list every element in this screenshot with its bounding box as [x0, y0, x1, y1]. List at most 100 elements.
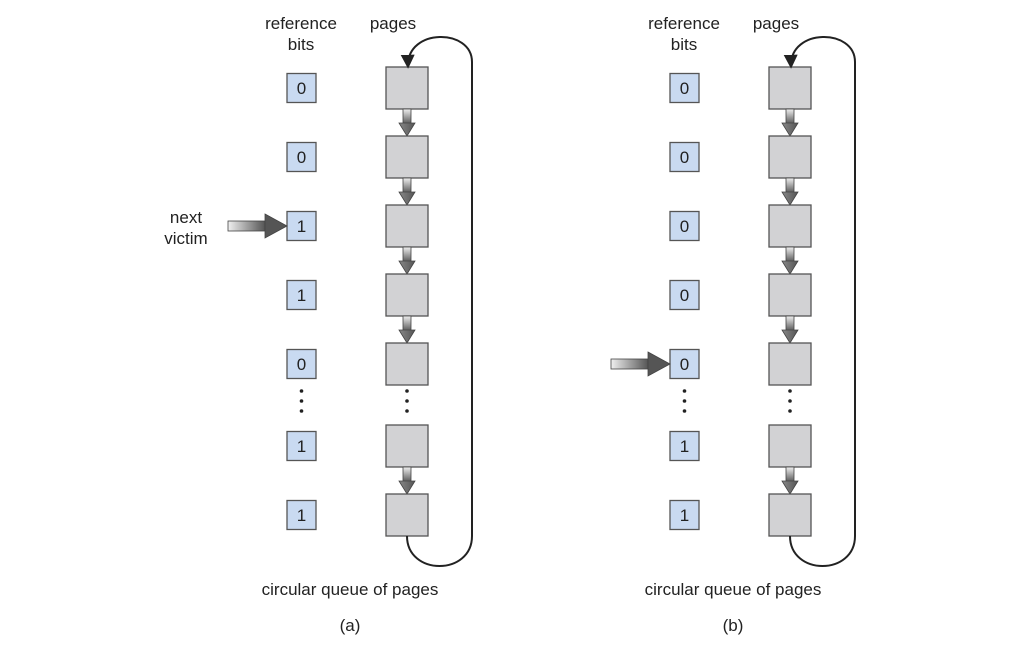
- arrow-shaft: [785, 466, 795, 483]
- ellipsis-dot: [405, 409, 409, 413]
- arrow-head: [398, 329, 416, 344]
- clock-hand-pointer-arrow: [610, 351, 671, 377]
- ellipsis-dot: [788, 389, 792, 393]
- page-frame: [385, 66, 429, 110]
- queue-row: 0: [669, 273, 812, 317]
- reference-bit-box: [286, 279, 317, 311]
- circular-queue-loop-arrow: [783, 36, 856, 567]
- reference-bit-value: 0: [680, 148, 689, 167]
- reference-bits-header-line2: bits: [288, 35, 314, 54]
- arrow-head: [781, 260, 799, 275]
- queue-row: 0: [286, 135, 429, 179]
- ellipsis-dot: [682, 389, 687, 393]
- arrow-shaft: [402, 177, 412, 194]
- queue-row: 0: [286, 342, 429, 386]
- queue-row: 1: [286, 493, 429, 537]
- next-victim-label-line2: victim: [164, 229, 207, 248]
- queue-caption: circular queue of pages: [645, 580, 822, 599]
- queue-row: 0: [669, 342, 812, 386]
- reference-bit-value: 0: [680, 355, 689, 374]
- queue-row: 0: [669, 204, 812, 248]
- arrow-shaft: [785, 108, 795, 125]
- arrow-head: [398, 260, 416, 275]
- reference-bit-box: [669, 141, 700, 173]
- page-frame: [768, 493, 812, 537]
- arrow-shaft: [610, 358, 649, 370]
- queue-row: 1: [286, 204, 429, 248]
- next-page-arrow: [781, 246, 799, 275]
- ellipsis-dot: [405, 399, 409, 403]
- reference-bit-value: 0: [297, 148, 306, 167]
- next-page-arrow: [781, 177, 799, 206]
- reference-bit-box: [286, 430, 317, 462]
- reference-bit-box: [286, 72, 317, 104]
- reference-bit-value: 1: [297, 437, 306, 456]
- panel-caption: (b): [723, 616, 744, 635]
- ellipsis-dot: [682, 399, 687, 403]
- arrow-head: [264, 213, 288, 239]
- page-frame: [385, 273, 429, 317]
- arrow-shaft: [227, 220, 266, 232]
- arrow-head: [398, 480, 416, 495]
- reference-bit-box: [286, 348, 317, 380]
- next-page-arrow: [398, 108, 416, 137]
- reference-bit-box: [669, 499, 700, 531]
- ellipsis-dot: [788, 399, 792, 403]
- queue-row: 0: [286, 66, 429, 110]
- page-frame: [768, 273, 812, 317]
- arrow-head: [781, 329, 799, 344]
- page-frame: [385, 493, 429, 537]
- reference-bit-box: [286, 141, 317, 173]
- queue-rows: 0 0 0 0 0 1 1: [610, 36, 856, 567]
- ellipsis-dot: [299, 399, 304, 403]
- ellipsis-dot: [405, 389, 409, 393]
- arrow-shaft: [402, 315, 412, 332]
- ellipsis-dot: [682, 409, 687, 413]
- arrow-shaft: [785, 246, 795, 263]
- ellipsis-dot: [788, 409, 792, 413]
- reference-bit-value: 1: [297, 506, 306, 525]
- arrow-head: [647, 351, 671, 377]
- queue-row: 1: [286, 273, 429, 317]
- next-page-arrow: [398, 177, 416, 206]
- next-page-arrow: [781, 315, 799, 344]
- reference-bit-box: [669, 72, 700, 104]
- arrow-shaft: [402, 466, 412, 483]
- arrow-shaft: [785, 315, 795, 332]
- page-frame: [768, 204, 812, 248]
- queue-row: 1: [286, 424, 429, 468]
- reference-bit-value: 0: [680, 286, 689, 305]
- ellipsis-dot: [299, 389, 304, 393]
- next-page-arrow: [781, 466, 799, 495]
- reference-bit-box: [669, 430, 700, 462]
- queue-row: 1: [669, 493, 812, 537]
- queue-row: 0: [669, 66, 812, 110]
- panel-caption: (a): [340, 616, 361, 635]
- reference-bits-header-line2: bits: [671, 35, 697, 54]
- arrow-shaft: [785, 177, 795, 194]
- reference-bits-header-line1: reference: [648, 14, 720, 33]
- next-page-arrow: [398, 246, 416, 275]
- reference-bit-value: 1: [297, 217, 306, 236]
- reference-bit-value: 0: [680, 217, 689, 236]
- page-frame: [385, 424, 429, 468]
- panel-a: reference bits pages next victim 0 0 1 1 0 1 1…: [164, 14, 473, 635]
- pages-header: pages: [370, 14, 416, 33]
- arrow-shaft: [402, 246, 412, 263]
- queue-row: 1: [669, 424, 812, 468]
- next-victim-label-line1: next: [170, 208, 202, 227]
- reference-bit-value: 1: [680, 437, 689, 456]
- reference-bit-box: [286, 499, 317, 531]
- next-page-arrow: [398, 466, 416, 495]
- reference-bit-box: [286, 210, 317, 242]
- queue-row: 0: [669, 135, 812, 179]
- page-frame: [768, 342, 812, 386]
- reference-bit-box: [669, 348, 700, 380]
- page-frame: [385, 135, 429, 179]
- page-frame: [768, 66, 812, 110]
- queue-rows: 0 0 1 1 0 1 1: [227, 36, 473, 567]
- reference-bits-header-line1: reference: [265, 14, 337, 33]
- clock-hand-pointer-arrow: [227, 213, 288, 239]
